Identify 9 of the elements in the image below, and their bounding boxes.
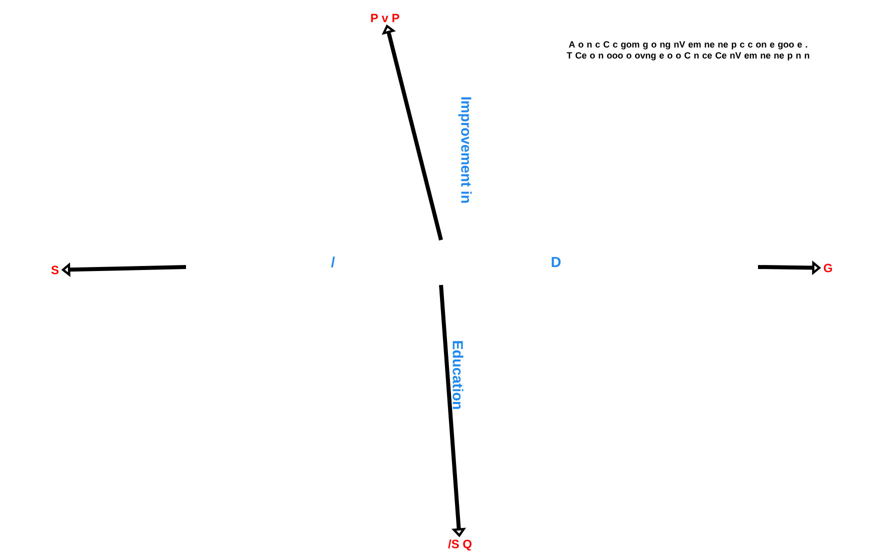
vertical-axis-label: Improvement in — [458, 97, 472, 203]
axis-end-label: S — [51, 266, 59, 274]
vertical-axis-label: Education — [452, 341, 464, 409]
axis-end-label: P v P — [371, 14, 400, 22]
axis-label: D — [552, 257, 561, 267]
axis-label: / — [331, 256, 335, 268]
axis-end-label: /S Q — [448, 539, 472, 551]
description-paragraph: A o n c C c gom g o ng nV em ne ne p c c on e goo e . T Ce o n ooo o ovng e o o C n ce Ce nV em ne ne p n n — [566, 41, 810, 60]
axis-end-label: G — [824, 264, 832, 272]
